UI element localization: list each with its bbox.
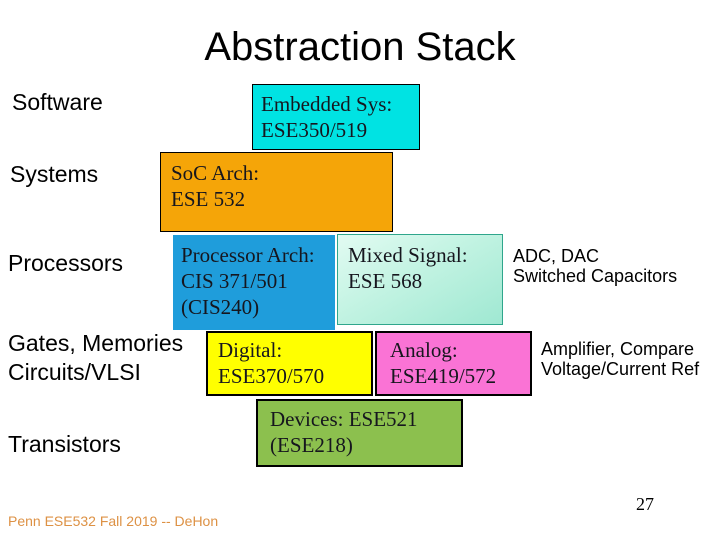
- box-analog: Analog: ESE419/572: [375, 331, 532, 396]
- box-digital-title: Digital:: [218, 338, 283, 362]
- layer-label-systems: Systems: [10, 161, 99, 187]
- box-analog-course: ESE419/572: [390, 364, 497, 388]
- box-embedded-sys: Embedded Sys: ESE350/519: [252, 84, 420, 150]
- layer-label-gates-line2: Circuits/VLSI: [8, 359, 141, 385]
- annotation-adc-dac: ADC, DAC Switched Capacitors: [513, 246, 677, 286]
- box-devices-course: (ESE218): [270, 433, 353, 457]
- layer-label-gates-circuits: Gates, Memories Circuits/VLSI: [8, 329, 183, 387]
- layer-label-gates-line1: Gates, Memories: [8, 330, 184, 356]
- box-processor-arch: Processor Arch: CIS 371/501 (CIS240): [173, 235, 335, 330]
- box-processor-arch-title: Processor Arch:: [181, 243, 315, 267]
- box-devices: Devices: ESE521 (ESE218): [256, 399, 463, 467]
- page-number: 27: [636, 494, 654, 514]
- box-embedded-sys-title: Embedded Sys:: [261, 92, 393, 116]
- annotation-amplifier: Amplifier, Compare Voltage/Current Ref: [541, 339, 699, 379]
- box-processor-arch-course: CIS 371/501: [181, 269, 288, 293]
- box-processor-arch-course2: (CIS240): [181, 295, 260, 319]
- annotation-amplifier-line2: Voltage/Current Ref: [541, 359, 700, 379]
- box-embedded-sys-course: ESE350/519: [261, 118, 368, 142]
- layer-label-software: Software: [12, 89, 103, 115]
- box-analog-title: Analog:: [390, 338, 458, 362]
- box-digital-course: ESE370/570: [218, 364, 325, 388]
- box-digital: Digital: ESE370/570: [206, 331, 373, 396]
- box-devices-title: Devices: ESE521: [270, 407, 418, 431]
- annotation-adc-line2: Switched Capacitors: [513, 266, 678, 286]
- box-soc-arch: SoC Arch: ESE 532: [160, 152, 393, 232]
- box-mixed-signal: Mixed Signal: ESE 568: [337, 234, 503, 325]
- box-soc-arch-title: SoC Arch:: [171, 161, 260, 185]
- layer-label-processors: Processors: [8, 250, 124, 276]
- box-mixed-signal-course: ESE 568: [348, 269, 423, 293]
- slide-title: Abstraction Stack: [204, 25, 516, 69]
- annotation-adc-line1: ADC, DAC: [513, 246, 600, 266]
- annotation-amplifier-line1: Amplifier, Compare: [541, 339, 695, 359]
- layer-label-transistors: Transistors: [8, 431, 121, 457]
- box-soc-arch-course: ESE 532: [171, 187, 246, 211]
- footer-text: Penn ESE532 Fall 2019 -- DeHon: [8, 513, 219, 529]
- box-mixed-signal-title: Mixed Signal:: [348, 243, 468, 267]
